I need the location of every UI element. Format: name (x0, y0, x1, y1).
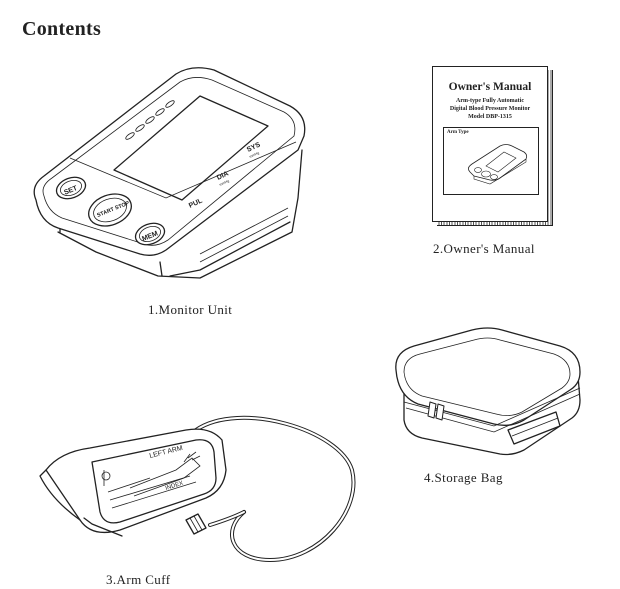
manual-subtitle-2: Digital Blood Pressure Monitor (449, 106, 531, 112)
manual-title: Owner's Manual (448, 81, 532, 93)
page-title: Contents (22, 18, 102, 40)
manual-subtitle-1: Arm-type Fully Automatic (456, 98, 524, 104)
manual-cover-image-box: Arm Type (443, 127, 539, 195)
manual-model: Model DBP-1315 (468, 114, 512, 120)
manual-monitor-thumbnail (468, 144, 528, 185)
set-button-label: SET (63, 185, 79, 197)
storage-bag-caption: 4.Storage Bag (424, 470, 503, 485)
index-label: INDEX (165, 481, 184, 492)
dia-unit: mmHg (219, 179, 230, 187)
sys-unit: mmHg (249, 151, 260, 159)
dia-label: DIA (216, 170, 230, 181)
owners-manual-caption: 2.Owner's Manual (433, 241, 535, 256)
manual-box-label: Arm Type (447, 130, 469, 135)
owners-manual-cover: Owner's Manual Arm-type Fully Automatic … (432, 66, 548, 222)
monitor-unit-caption: 1.Monitor Unit (148, 302, 233, 317)
arm-cuff-caption: 3.Arm Cuff (106, 572, 171, 587)
